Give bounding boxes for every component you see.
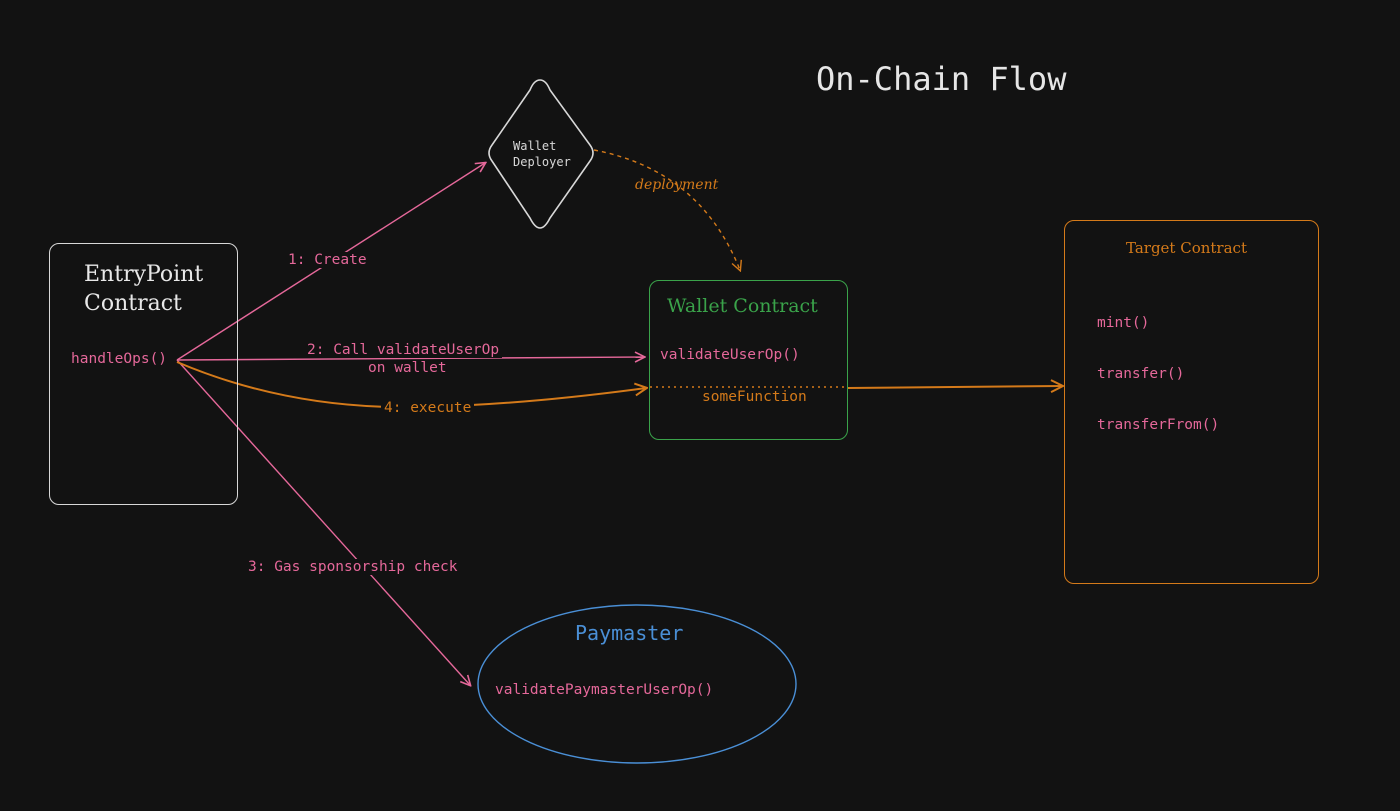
wallet-contract-title: Wallet Contract — [667, 295, 818, 317]
target-method-mint: mint() — [1097, 315, 1150, 331]
edge-label-gas-check: 3: Gas sponsorship check — [245, 559, 461, 575]
target-method-transfer: transfer() — [1097, 366, 1185, 382]
target-method-transferfrom: transferFrom() — [1097, 417, 1220, 433]
wallet-some-function: someFunction — [702, 389, 807, 405]
edge-label-call-validate-line1: 2: Call validateUserOp — [304, 342, 503, 358]
wallet-validate-method: validateUserOp() — [660, 347, 800, 363]
target-contract — [1064, 220, 1319, 584]
arrow-call-validate — [176, 357, 644, 360]
edge-label-call-validate-line2: on wallet — [368, 360, 447, 376]
wallet-deployer-label-line2: Deployer — [513, 155, 571, 169]
edge-label-create: 1: Create — [285, 252, 370, 268]
arrow-gas-check — [176, 359, 470, 685]
entrypoint-method: handleOps() — [71, 351, 168, 367]
diagram-title: On-Chain Flow — [816, 60, 1067, 98]
edge-label-deployment: deployment — [635, 177, 719, 193]
wallet-contract — [649, 280, 848, 440]
paymaster-title: Paymaster — [575, 621, 684, 645]
wallet-deployer-shape — [488, 79, 594, 229]
edge-label-execute: 4: execute — [381, 400, 475, 416]
arrow-deployment — [593, 149, 740, 270]
entrypoint-title-line2: Contract — [84, 291, 182, 316]
wallet-deployer-label-line1: Wallet — [513, 139, 557, 153]
paymaster-method: validatePaymasterUserOp() — [495, 682, 714, 698]
target-contract-title: Target Contract — [1126, 239, 1247, 257]
entrypoint-contract — [49, 243, 238, 505]
paymaster-shape — [477, 604, 797, 764]
arrow-to-target — [847, 386, 1062, 388]
entrypoint-title-line1: EntryPoint — [84, 262, 204, 287]
